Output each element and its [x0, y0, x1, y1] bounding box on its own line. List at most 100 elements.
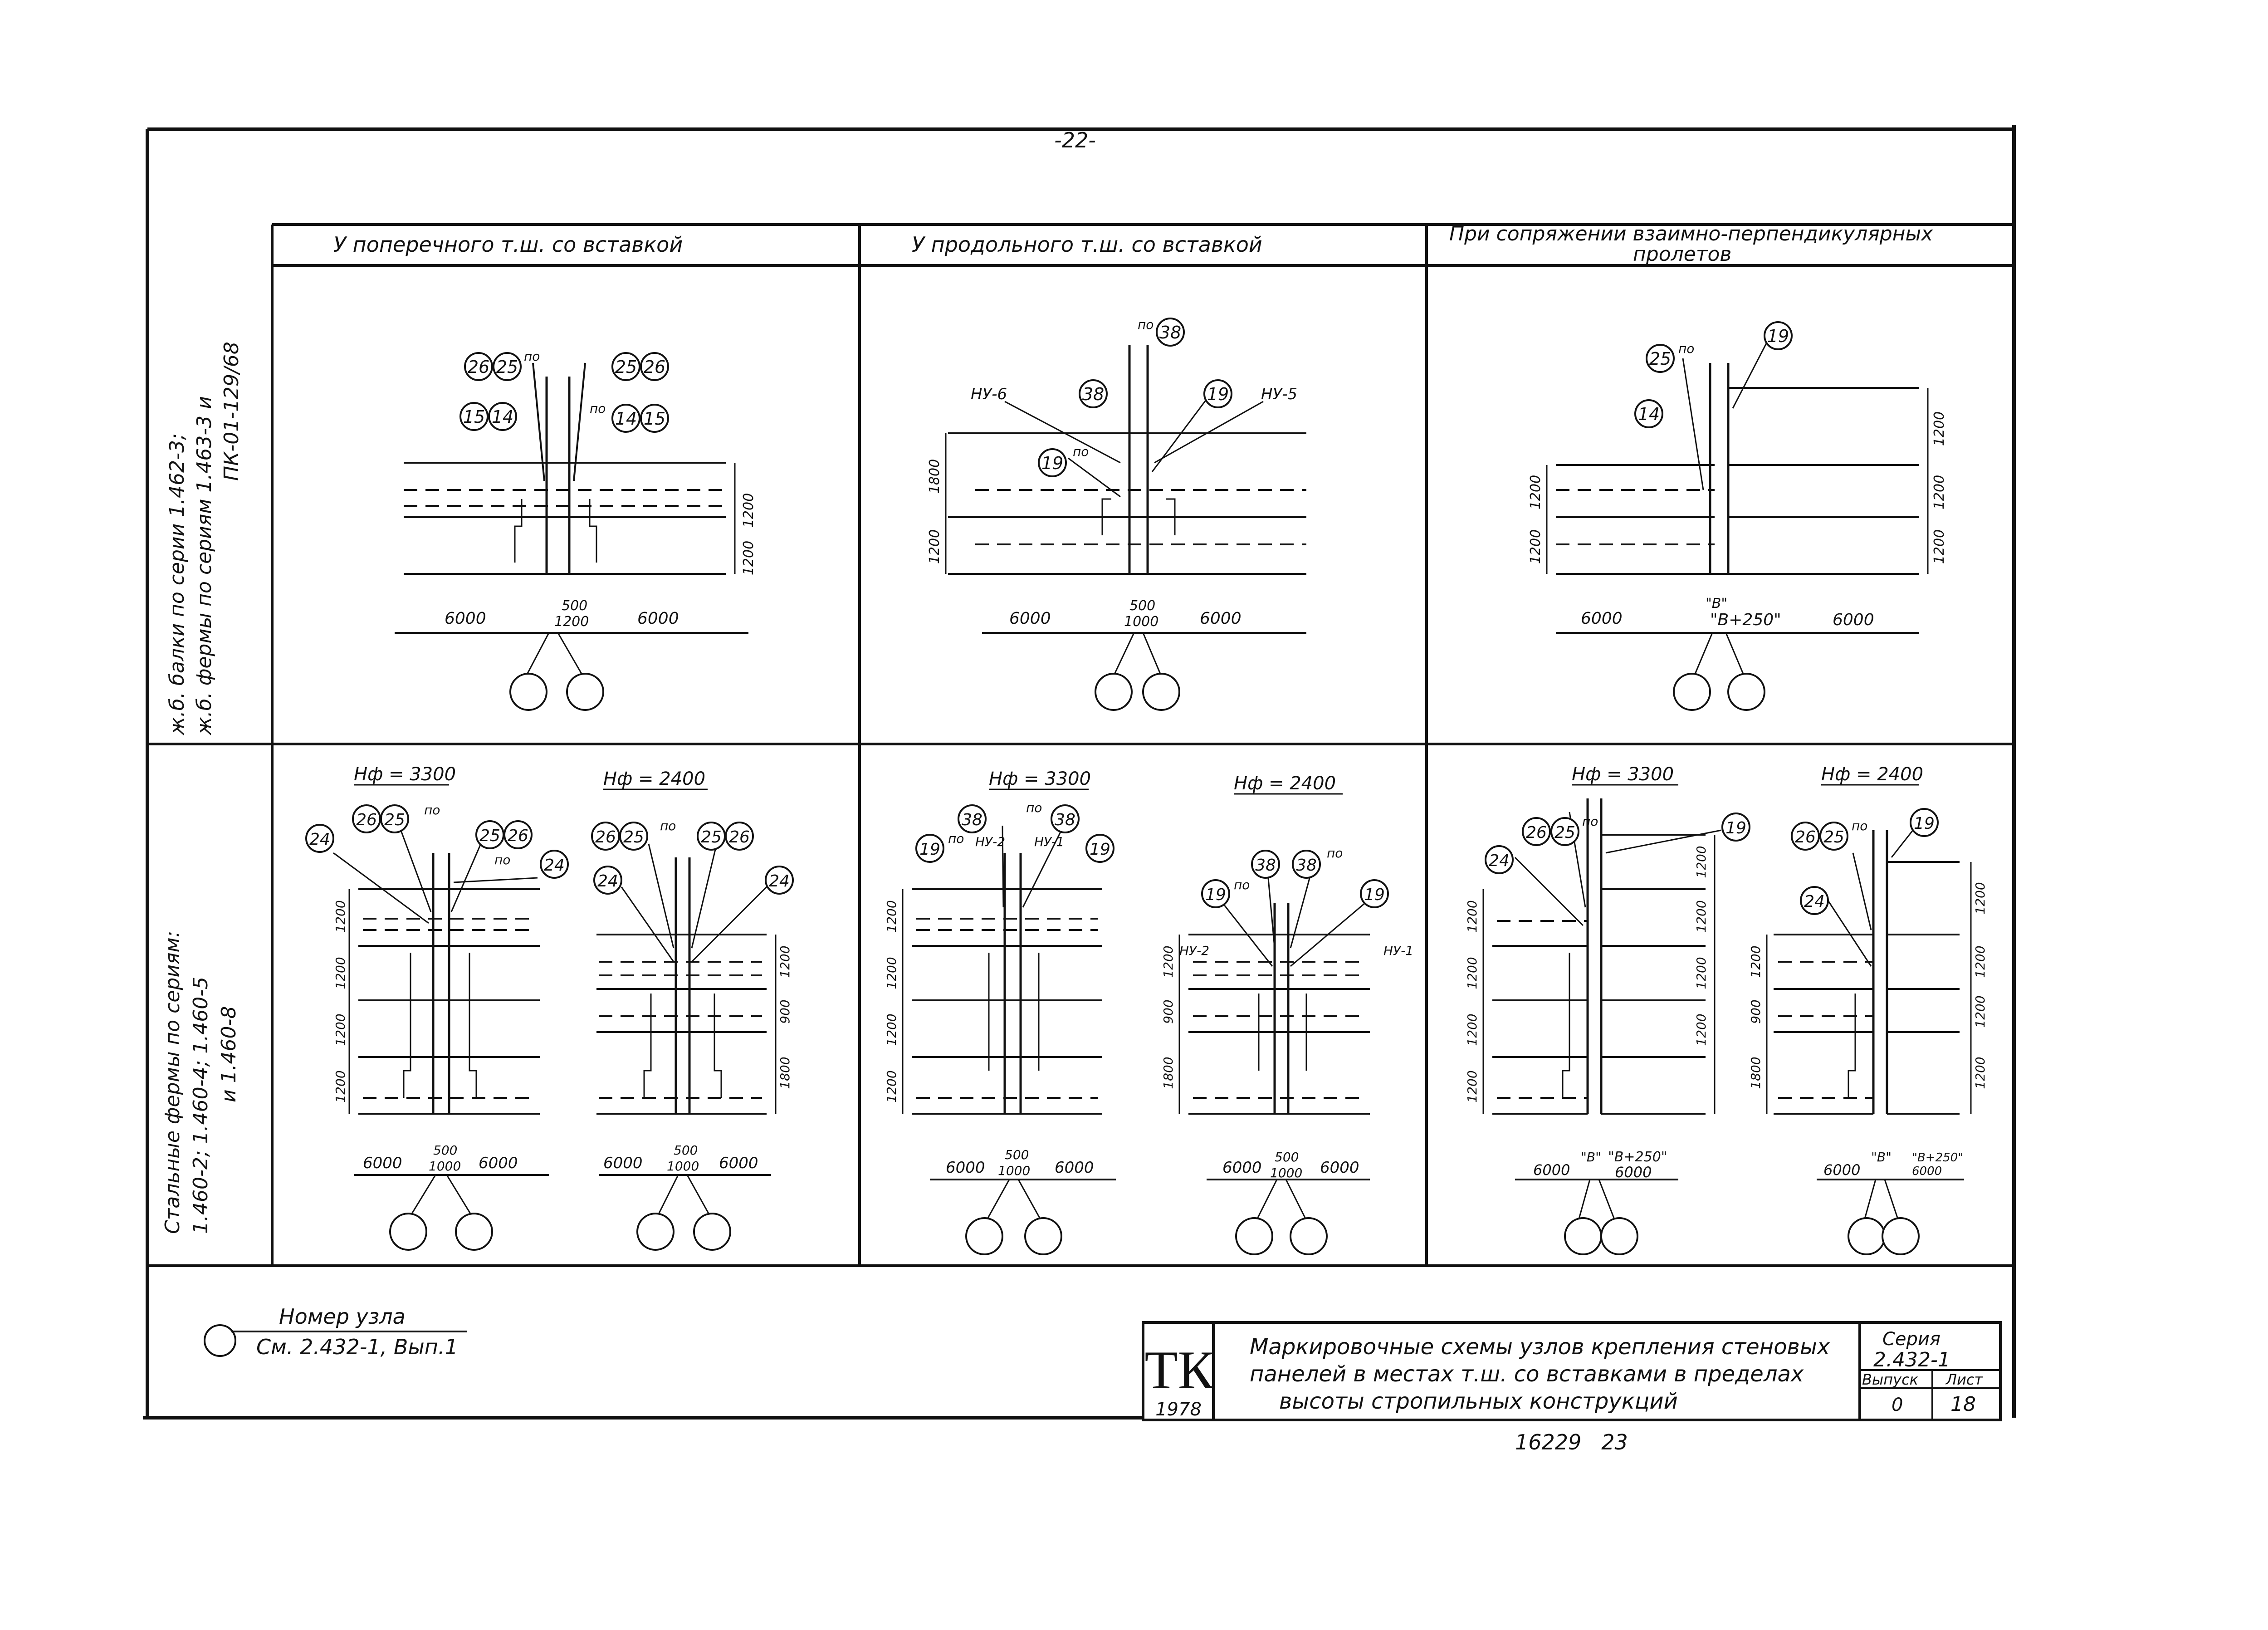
po-label: по: [660, 818, 676, 833]
po-label: по: [1678, 341, 1694, 356]
column-header-1: У поперечного т.ш. со вставкой: [333, 232, 683, 257]
po-label: по: [1138, 317, 1154, 332]
svg-text:ПК-01-129/68: ПК-01-129/68: [220, 342, 243, 481]
node-mark: 25: [623, 828, 644, 847]
mark-circle: [1038, 448, 1067, 477]
node-circle: [389, 1213, 427, 1251]
node-circle: [509, 673, 547, 711]
node-circle: [1235, 1217, 1273, 1255]
dim: 1200: [1465, 1013, 1480, 1046]
panel-perpendicular-spans-rc: 25 19 14 по 1200 1200 1200 1200 1200 600…: [1528, 321, 1947, 711]
node-mark: 19: [1914, 814, 1935, 833]
node-mark: 24: [769, 872, 790, 891]
node-circle: [965, 1217, 1003, 1255]
mark-circle: [958, 804, 987, 833]
dim: 1200: [1161, 945, 1176, 978]
node-mark: 19: [1205, 886, 1226, 904]
dim: 900: [1748, 999, 1763, 1023]
dim: 900: [777, 999, 792, 1023]
dim: 1200: [1465, 1070, 1480, 1102]
node-circle: [1564, 1217, 1602, 1255]
year: 1978: [1155, 1399, 1202, 1420]
mark-circle: [1085, 834, 1114, 863]
dim: 1200: [884, 1013, 899, 1046]
node-mark: 38: [1055, 811, 1075, 829]
dim: 1200: [1528, 475, 1544, 509]
node-circle: [693, 1213, 731, 1251]
node-mark: 26: [1795, 828, 1816, 847]
node-circle: [1142, 673, 1180, 711]
dim: 500: [1129, 598, 1155, 614]
dim: 500: [1005, 1147, 1029, 1162]
node-mark: 14: [492, 407, 513, 427]
footer-numbers: 16229 23: [1515, 1430, 1628, 1454]
dim: 1200: [1973, 1057, 1988, 1089]
node-mark: 25: [496, 357, 518, 377]
unit-label: НУ-5: [1261, 385, 1297, 403]
node-circle: [636, 1213, 675, 1251]
po-label: по: [1852, 818, 1867, 833]
dim: 1200: [333, 957, 348, 989]
unit-label: НУ-6: [971, 385, 1007, 403]
mark-circle: [503, 820, 533, 849]
dim: 6000: [445, 609, 486, 628]
svg-text:Стальные фермы по сериям:: Стальные фермы по сериям:: [161, 931, 184, 1234]
dim: 6000: [637, 609, 679, 628]
panel-longitudinal-joint-rc: 38 38 19 19 НУ-6 НУ-5 по по 1800 1200 60…: [927, 317, 1306, 711]
node-mark: 14: [615, 409, 637, 429]
mark-circle: [1721, 813, 1750, 842]
dim: 1200: [1973, 882, 1988, 914]
column-header-2: У продольного т.ш. со вставкой: [912, 232, 1262, 257]
node-circle: [566, 673, 604, 711]
dim: 1200: [554, 614, 589, 630]
column-header-3a: При сопряжении взаимно-перпендикулярных: [1449, 222, 1933, 245]
dim: 1800: [1161, 1057, 1176, 1089]
node-mark: 24: [544, 856, 565, 875]
dim: 1200: [1465, 957, 1480, 989]
row-label-2: Стальные фермы по сериям: 1.460-2; 1.460…: [161, 931, 240, 1234]
node-mark: 14: [1638, 404, 1660, 424]
dim: "В": [1871, 1150, 1892, 1165]
dim: 1000: [998, 1163, 1030, 1178]
node-mark: 24: [1804, 892, 1825, 911]
node-mark: 19: [1090, 840, 1110, 859]
node-mark: 25: [615, 357, 637, 377]
dim: 6000: [1533, 1161, 1570, 1179]
panel-transverse-joint-steel: Нф = 3300 Нф = 2400 26 25 25 26 24: [305, 764, 794, 1251]
mark-circle: [1203, 379, 1232, 408]
mark-circle: [1646, 344, 1675, 373]
title-line-2: панелей в местах т.ш. со вставками в пре…: [1250, 1361, 1804, 1387]
panel-longitudinal-joint-steel: Нф = 3300 Нф = 2400 38 38 19 19 НУ-2 НУ-…: [884, 768, 1413, 1255]
node-mark: 38: [1159, 323, 1181, 343]
dim: 1200: [1931, 411, 1947, 446]
po-label: по: [948, 831, 964, 846]
node-mark: 19: [1725, 819, 1746, 837]
mark-circle: [1201, 879, 1230, 908]
title-line-3: высоты стропильных конструкций: [1279, 1389, 1678, 1414]
mark-circle: [1634, 399, 1663, 428]
dim: 1000: [667, 1159, 699, 1174]
panel-perpendicular-spans-steel: Нф = 3300 Нф = 2400 26 25 24: [1465, 764, 1988, 1255]
series-label: Серия: [1882, 1329, 1941, 1350]
dim: "В+250": [1710, 611, 1781, 629]
dim: 1200: [884, 957, 899, 989]
po-label: по: [1026, 800, 1042, 815]
node-mark: 26: [1526, 823, 1547, 842]
mark-circle: [915, 834, 944, 863]
mark-circle: [1910, 808, 1939, 837]
mark-circle: [1791, 822, 1820, 851]
dim: "В": [1581, 1150, 1601, 1165]
mark-circle: [1800, 886, 1829, 915]
dim: 1000: [1124, 614, 1158, 630]
page-number: -22-: [1054, 128, 1096, 152]
node-mark: 25: [384, 811, 405, 829]
mark-circle: [1550, 817, 1579, 846]
dim: 1200: [741, 493, 757, 528]
dim: 1200: [1694, 900, 1709, 932]
po-label: по: [1234, 877, 1250, 892]
title-line-1: Маркировочные схемы узлов крепления стен…: [1250, 1334, 1830, 1360]
node-mark: 26: [644, 357, 665, 377]
legend-reference: См. 2.432-1, Вып.1: [256, 1335, 458, 1359]
frame: [143, 125, 2016, 1420]
node-mark: 38: [962, 811, 982, 829]
